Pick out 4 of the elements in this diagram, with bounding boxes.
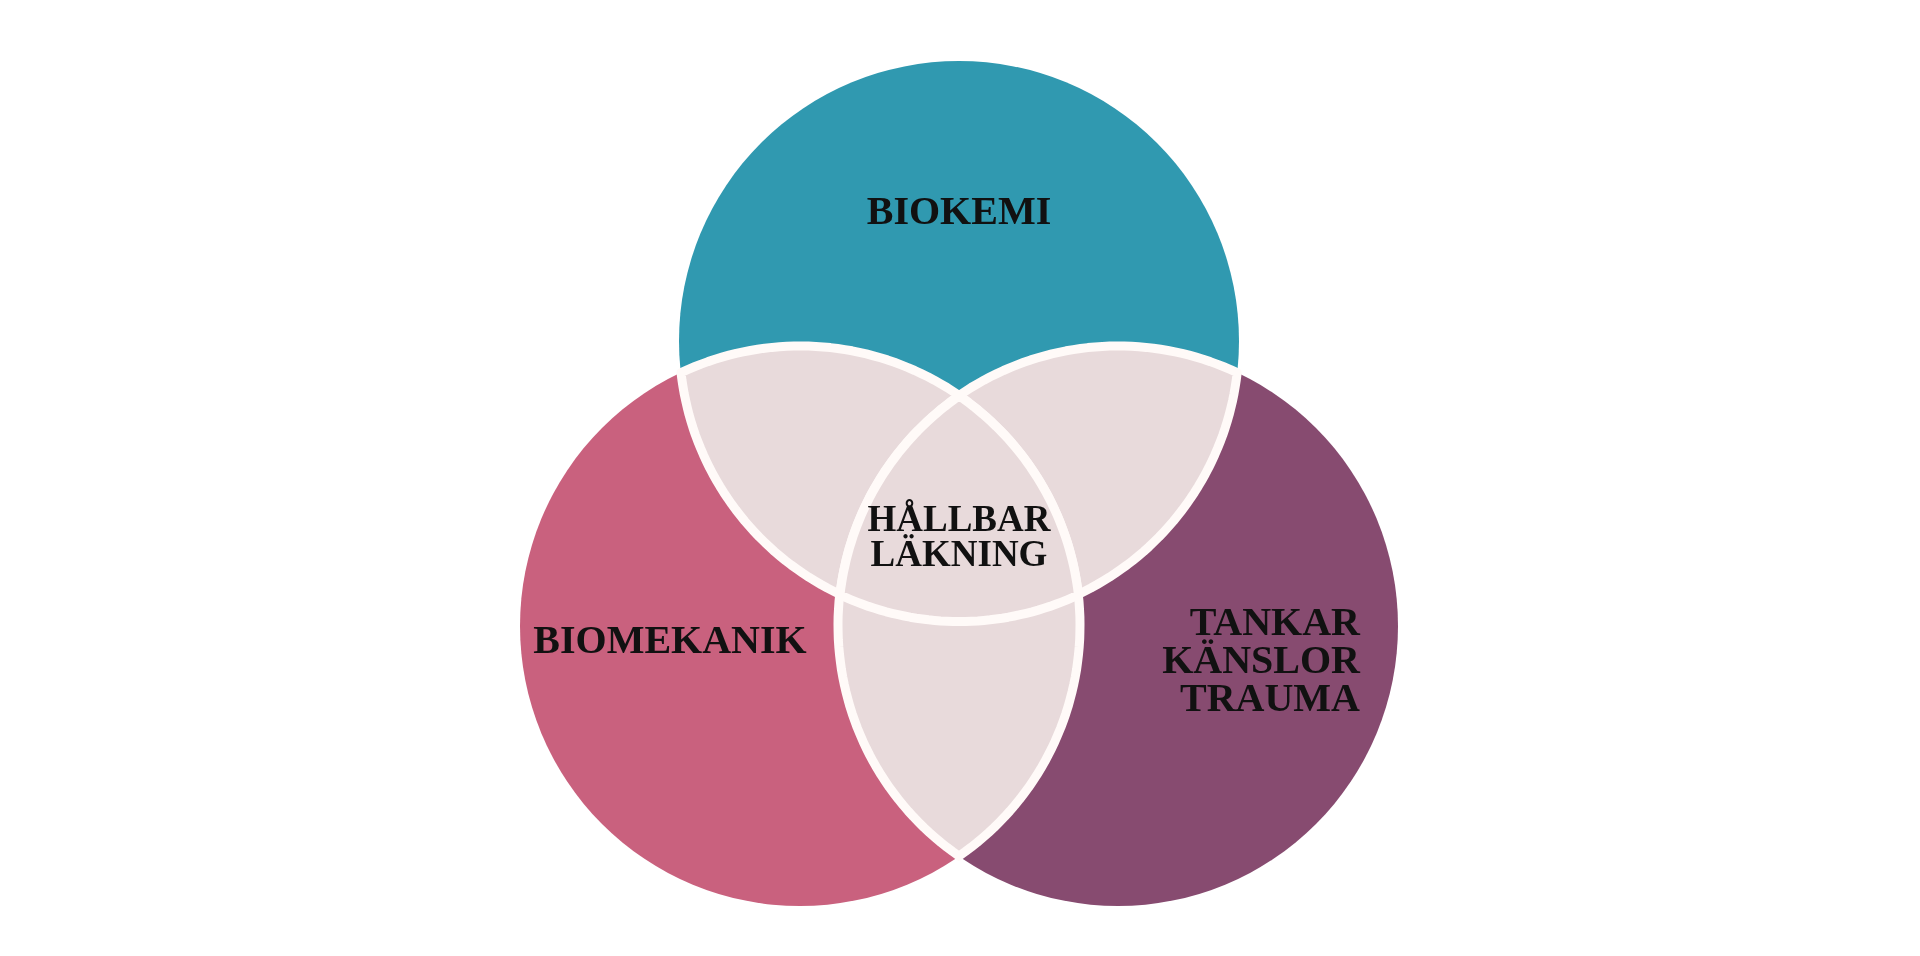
circle-label: BIOMEKANIK: [532, 621, 808, 659]
circle-label: BIOKEMI: [865, 192, 1053, 230]
circle-label: TANKAR KÄNSLOR TRAUMA: [1161, 603, 1360, 717]
center-label: HÅLLBAR LÄKNING: [866, 501, 1052, 572]
